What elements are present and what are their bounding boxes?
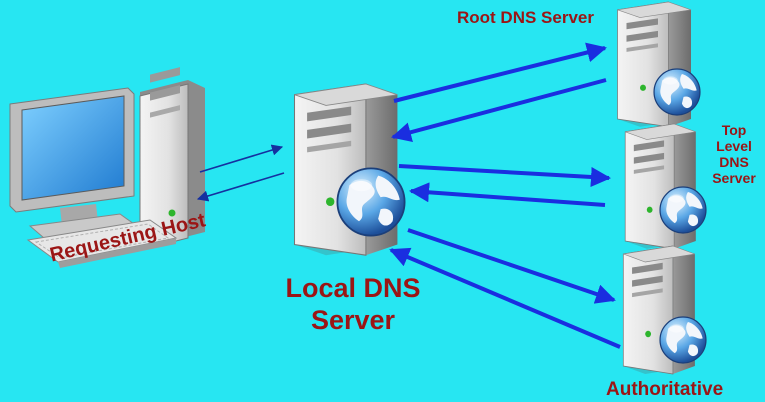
arrow-authoritative-to-local	[389, 247, 621, 349]
globe-icon	[336, 167, 406, 237]
tld-dns-server-label: Top Level DNS Server	[705, 122, 763, 186]
arrow-local-to-host	[196, 172, 285, 202]
tld-label-line2: Level	[716, 138, 752, 154]
arrow-root-to-local	[391, 78, 607, 143]
globe-icon	[659, 316, 707, 364]
local-dns-server-label: Local DNS Server	[263, 272, 443, 336]
tld-label-line4: Server	[712, 170, 756, 186]
root-dns-server-label: Root DNS Server	[457, 8, 594, 27]
arrow-local-to-tld	[398, 164, 611, 187]
tld-label-line3: DNS	[719, 154, 749, 170]
local-dns-label-line2: Server	[310, 305, 396, 335]
desktop-computer-icon	[9, 67, 205, 268]
globe-icon	[659, 186, 707, 234]
tld-label-line1: Top	[721, 122, 747, 138]
local-dns-label-line1: Local DNS	[285, 273, 421, 303]
arrow-local-to-root	[393, 42, 607, 103]
arrow-local-to-authoritative	[407, 228, 616, 304]
authoritative-dns-server-label: Authoritative	[606, 379, 724, 400]
arrow-host-to-local	[199, 144, 284, 173]
globe-icon	[653, 68, 701, 116]
arrow-tld-to-local	[409, 182, 606, 207]
